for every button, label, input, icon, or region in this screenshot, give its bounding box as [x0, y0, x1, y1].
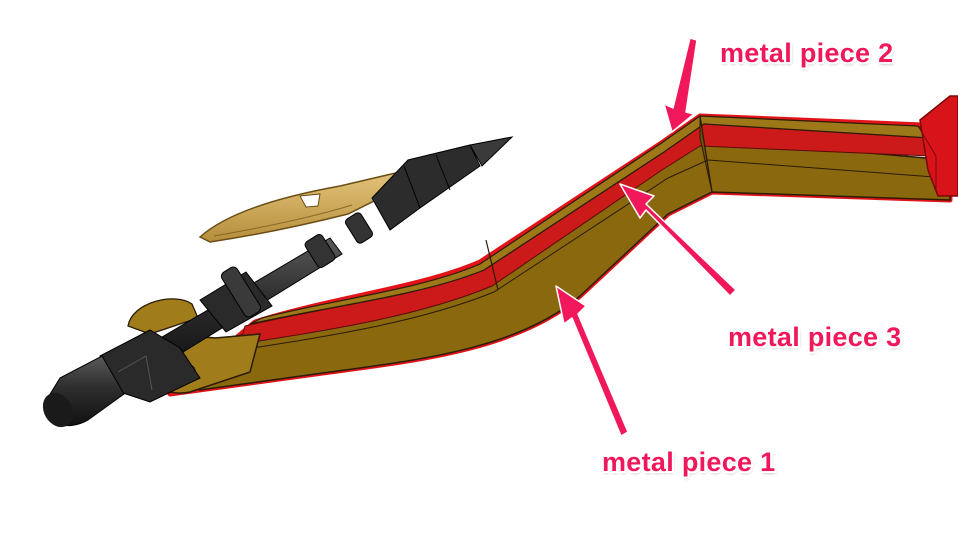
nozzle-tip-icon [42, 136, 514, 428]
tan-plate-icon [198, 171, 410, 243]
arrow-to-piece-1 [555, 285, 629, 437]
label-metal-piece-2: metal piece 2 [720, 38, 894, 68]
label-metal-piece-1: metal piece 1 [602, 447, 776, 477]
label-metal-piece-3: metal piece 3 [728, 322, 902, 352]
arrow-pointer-icon [555, 37, 737, 437]
arrow-to-piece-3 [619, 183, 737, 297]
arrow-to-piece-2 [663, 37, 698, 133]
